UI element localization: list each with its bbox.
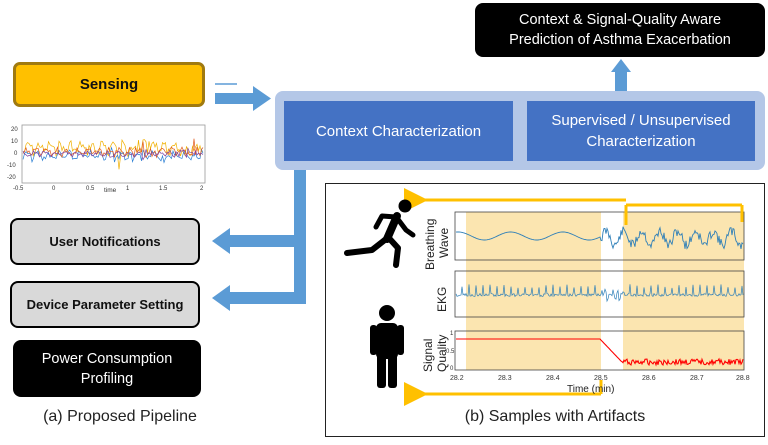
sensing-y-tick: 20 bbox=[11, 127, 18, 133]
artifact-x-tick: 28.7 bbox=[690, 375, 704, 382]
ekg-plot-frame bbox=[454, 270, 745, 318]
quality-y-tick: 1 bbox=[450, 331, 454, 337]
artifact-x-tick: 28.8 bbox=[736, 375, 750, 382]
artifact-x-tick: 28.2 bbox=[450, 375, 464, 382]
prediction-line-2: Prediction of Asthma Exacerbation bbox=[509, 32, 731, 48]
feedback-arrows bbox=[212, 170, 306, 311]
standing-person-icon bbox=[370, 305, 404, 388]
sensing-y-tick: 10 bbox=[11, 139, 18, 145]
power-consumption-box: Power Consumption Profiling bbox=[13, 340, 201, 397]
caption-proposed-pipeline: (a) Proposed Pipeline bbox=[43, 408, 197, 425]
artifact-region-highlight bbox=[623, 212, 744, 370]
sensing-y-tick: -10 bbox=[7, 163, 16, 169]
sensing-x-label: time bbox=[104, 187, 117, 194]
power-line-2: Profiling bbox=[80, 370, 134, 387]
clean-region-highlight bbox=[466, 212, 601, 370]
sensing-x-tick: 0.5 bbox=[86, 186, 95, 192]
sensing-y-tick: -20 bbox=[7, 175, 16, 181]
supervised-characterization-box: Supervised / Unsupervised Characterizati… bbox=[527, 101, 755, 161]
caption-samples-with-artifacts: (b) Samples with Artifacts bbox=[464, 408, 646, 425]
sensing-box: Sensing bbox=[13, 62, 205, 107]
sensing-to-context-arrow bbox=[215, 83, 271, 111]
artifact-x-tick: 28.4 bbox=[546, 375, 560, 382]
sensing-x-tick: 0 bbox=[52, 186, 56, 192]
artifact-samples-figure: Breathing Wave EKG Signal Quality 1 0.5 … bbox=[344, 188, 750, 406]
sensing-trace bbox=[22, 138, 204, 170]
quality-plot-frame bbox=[454, 330, 745, 371]
quality-y-tick: 0 bbox=[450, 366, 454, 372]
sensing-x-tick: 2 bbox=[200, 186, 204, 192]
artifact-x-label: Time (min) bbox=[567, 384, 614, 395]
breathing-plot-frame bbox=[454, 211, 745, 261]
sensing-x-tick: -0.5 bbox=[13, 186, 24, 192]
sensing-signal-plot: 20 10 0 -10 -20 -0.5 0 0.5 1 1.5 2 time bbox=[7, 124, 206, 194]
breathing-label-wave: Wave bbox=[437, 227, 451, 258]
quality-label: Signal bbox=[421, 339, 435, 372]
device-parameter-setting-box: Device Parameter Setting bbox=[10, 281, 200, 328]
context-characterization-box: Context Characterization bbox=[284, 101, 513, 161]
ekg-trace bbox=[455, 284, 744, 303]
power-line-1: Power Consumption bbox=[41, 350, 173, 367]
sensing-x-tick: 1 bbox=[126, 186, 130, 192]
artifact-x-tick: 28.5 bbox=[594, 375, 608, 382]
supervised-line-2: Characterization bbox=[586, 133, 696, 150]
user-notifications-box: User Notifications bbox=[10, 218, 200, 265]
artifact-arrows bbox=[404, 188, 744, 406]
prediction-line-1: Context & Signal-Quality Aware bbox=[518, 12, 722, 28]
artifact-x-tick: 28.6 bbox=[642, 375, 656, 382]
breathing-trace bbox=[455, 226, 744, 250]
quality-y-tick: 0.5 bbox=[446, 349, 455, 355]
samples-frame bbox=[325, 183, 765, 437]
signal-quality-trace bbox=[456, 338, 744, 367]
sensing-x-tick: 1.5 bbox=[159, 186, 168, 192]
sensing-trace bbox=[22, 147, 204, 161]
quality-label-quality: Quality bbox=[435, 335, 449, 372]
running-person-icon bbox=[344, 199, 416, 268]
ekg-label: EKG bbox=[435, 287, 449, 312]
sensing-trace bbox=[22, 138, 204, 159]
supervised-line-1: Supervised / Unsupervised bbox=[551, 112, 731, 129]
artifact-x-tick: 28.3 bbox=[498, 375, 512, 382]
sensing-y-tick: 0 bbox=[14, 151, 18, 157]
breathing-label: Breathing bbox=[423, 219, 437, 270]
prediction-output-box: Context & Signal-Quality Aware Predictio… bbox=[475, 3, 765, 57]
up-arrow-to-prediction bbox=[611, 59, 631, 91]
